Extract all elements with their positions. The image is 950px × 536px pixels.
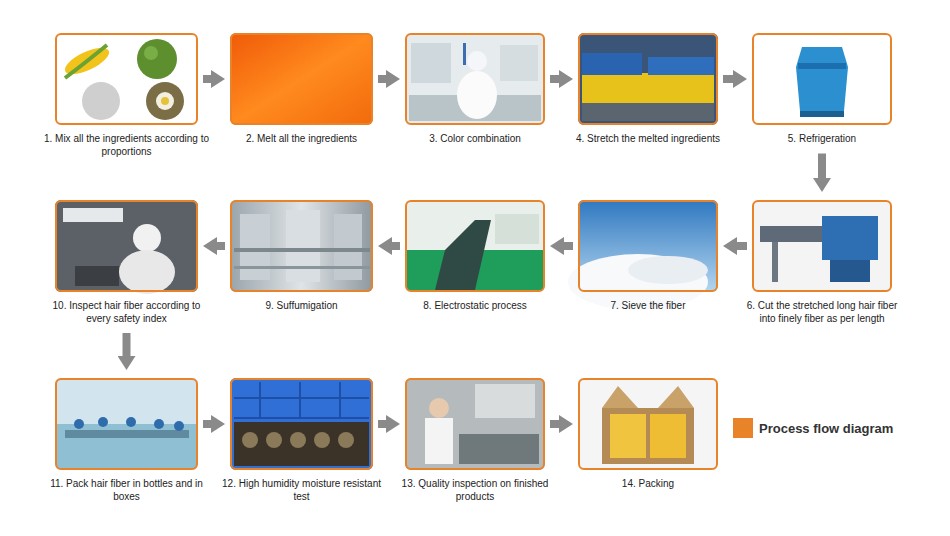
process-step: 1. Mix all the ingredients according to … [55,33,198,158]
process-step: 13. Quality inspection on finished produ… [405,378,545,503]
flow-arrow [123,333,131,356]
photo-frame [752,33,892,125]
flow-arrow [550,75,559,83]
flow-arrow [723,75,733,83]
workshop-photo [405,200,545,292]
process-step: 2. Melt all the ingredients [230,33,373,146]
photo-frame [55,378,198,470]
legend-text: Process flow diagram [759,421,893,436]
legend-swatch [733,418,753,438]
photo-frame [752,200,892,292]
process-step: 3. Color combination [405,33,545,146]
step-caption: 2. Melt all the ingredients [217,133,386,146]
step-caption: 4. Stretch the melted ingredients [565,133,731,146]
legend: Process flow diagram [733,418,893,438]
flow-arrow [818,154,826,179]
flow-arrow [378,420,386,428]
step-caption: 11. Pack hair fiber in bottles and in bo… [42,478,211,503]
process-step: 5. Refrigeration [752,33,892,146]
process-step: 11. Pack hair fiber in bottles and in bo… [55,378,198,503]
inspection-photo [55,200,198,294]
flow-arrow [564,242,573,250]
flow-arrow [378,75,386,83]
step-caption: 12. High humidity moisture resistant tes… [217,478,386,503]
process-step: 14. Packing [578,378,718,491]
legend-item: Process flow diagram [733,418,893,438]
photo-frame [578,378,718,470]
carton-photo [578,378,718,470]
photo-frame [230,200,373,292]
step-caption: 7. Sieve the fiber [565,300,731,313]
packing-line-photo [55,378,198,470]
flow-arrow [217,242,225,250]
photo-frame [578,33,718,125]
humidity-test-photo [230,378,373,470]
fiber-pile-photo [568,200,718,310]
step-caption: 1. Mix all the ingredients according to … [42,133,211,158]
process-step: 10. Inspect hair fiber according to ever… [55,200,198,325]
step-caption: 8. Electrostatic process [392,300,558,313]
step-caption: 3. Color combination [392,133,558,146]
process-step: 8. Electrostatic process [405,200,545,313]
photo-frame [405,378,545,470]
melt-photo [230,33,373,125]
cutting-machine-photo [752,200,892,292]
step-caption: 5. Refrigeration [739,133,905,146]
step-caption: 14. Packing [565,478,731,491]
process-step: 6. Cut the stretched long hair fiber int… [752,200,892,325]
step-caption: 9. Suffumigation [217,300,386,313]
process-step: 7. Sieve the fiber [578,200,718,313]
quality-check-photo [405,378,545,470]
step-caption: 13. Quality inspection on finished produ… [392,478,558,503]
flow-arrow [392,242,400,250]
cooling-tower-photo [752,33,892,125]
flow-arrow [550,420,559,428]
photo-frame [55,33,198,125]
photo-frame [405,200,545,292]
step-caption: 10. Inspect hair fiber according to ever… [42,300,211,325]
step-caption: 6. Cut the stretched long hair fiber int… [739,300,905,325]
ingredients-photo [55,33,198,125]
process-step: 4. Stretch the melted ingredients [578,33,718,146]
flow-arrow [203,75,211,83]
stretch-machine-photo [578,33,718,125]
flow-arrow [203,420,211,428]
photo-frame [230,33,373,125]
flow-arrow [737,242,747,250]
process-step: 9. Suffumigation [230,200,373,313]
photo-frame [578,200,718,292]
photo-frame [230,378,373,470]
lab-photo [405,33,545,125]
photo-frame [405,33,545,125]
steel-tanks-photo [230,200,373,292]
photo-frame [55,200,198,292]
process-step: 12. High humidity moisture resistant tes… [230,378,373,503]
